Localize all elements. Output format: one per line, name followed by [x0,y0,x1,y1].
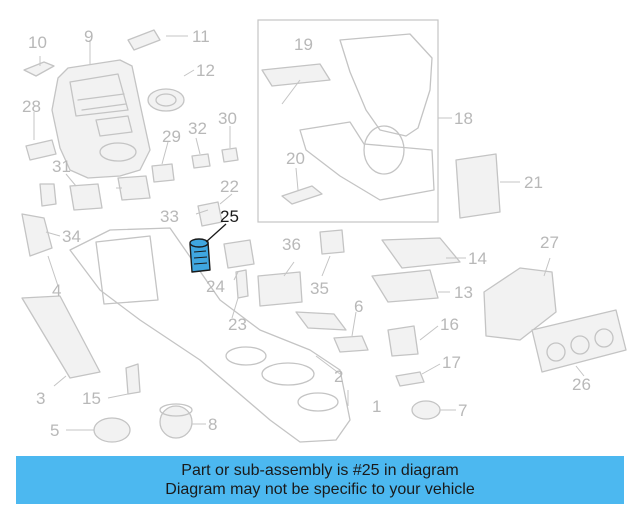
part-2-shape [295,311,347,331]
part-25-highlighted[interactable] [189,238,211,273]
callout-9[interactable]: 9 [84,27,93,46]
part-21-shape [455,153,501,219]
part-24-shape [223,239,255,269]
banner-line-2: Diagram may not be specific to your vehi… [165,481,475,498]
part-27-shape [483,267,557,341]
callout-29[interactable]: 29 [162,127,181,146]
part-18-armrest [299,33,435,201]
info-banner: Part or sub-assembly is #25 in diagram D… [16,456,624,504]
part-1-center-console [69,227,351,443]
callout-18[interactable]: 18 [454,109,473,128]
leader-lines [33,35,585,431]
part-29-shape [151,163,175,183]
callout-24[interactable]: 24 [206,277,225,296]
callout-28[interactable]: 28 [22,97,41,116]
part-34-bracket [21,213,53,257]
part-14-shape [381,237,461,269]
part-31-shape [69,183,103,211]
callout-20[interactable]: 20 [286,149,305,168]
callout-16[interactable]: 16 [440,315,459,334]
part-32-shape [191,153,211,169]
callout-19[interactable]: 19 [294,35,313,54]
callout-8[interactable]: 8 [208,415,217,434]
callout-30[interactable]: 30 [218,109,237,128]
part-26-shape [531,309,627,373]
part-34-knob [39,183,57,207]
callout-11[interactable]: 11 [192,27,210,46]
part-22-shape [197,201,223,227]
callout-31[interactable]: 31 [52,157,71,176]
callout-3[interactable]: 3 [36,389,45,408]
callout-4[interactable]: 4 [52,281,61,300]
part-10-shape [23,61,55,77]
part-12-shape [147,88,185,112]
callout-33[interactable]: 33 [160,207,179,226]
callout-12[interactable]: 12 [196,61,215,80]
part-30-shape [221,147,239,163]
callout-6[interactable]: 6 [354,297,363,316]
callout-17[interactable]: 17 [442,353,461,372]
part-6-shape [333,335,369,353]
part-36-shape [257,271,303,307]
part-7-shape [411,400,441,420]
callout-35[interactable]: 35 [310,279,329,298]
part-8-shape [159,403,193,439]
part-28-shape [25,139,57,161]
part-17-shape [395,371,425,387]
part-20-shape [281,185,323,205]
part-16-shape [387,325,419,357]
callout-23[interactable]: 23 [228,315,247,334]
armrest-assembly-box [257,19,439,223]
part-13-shape [371,269,439,303]
callout-32[interactable]: 32 [188,119,207,138]
callout-25[interactable]: 25 [220,207,239,226]
callout-13[interactable]: 13 [454,283,473,302]
callout-labels: 10 9 11 12 28 29 32 30 31 22 33 34 25 24… [22,27,591,440]
callout-26[interactable]: 26 [572,375,591,394]
callout-21[interactable]: 21 [524,173,543,192]
part-3-side-panel [21,295,101,379]
part-11-shape [127,29,161,51]
callout-14[interactable]: 14 [468,249,487,268]
callout-34[interactable]: 34 [62,227,81,246]
callout-36[interactable]: 36 [282,235,301,254]
part-19-shape [261,63,331,87]
part-5-shape [93,417,131,443]
part-35-shape [319,229,345,255]
part-9-console-bezel [51,59,151,179]
callout-2[interactable]: 2 [334,367,343,386]
part-15-shape [125,363,141,395]
part-33-shape [117,175,151,201]
callout-10[interactable]: 10 [28,33,47,52]
callout-7[interactable]: 7 [458,401,467,420]
part-23-shape [235,269,249,299]
callout-27[interactable]: 27 [540,233,559,252]
callout-5[interactable]: 5 [50,421,59,440]
callout-1[interactable]: 1 [372,397,381,416]
callout-15[interactable]: 15 [82,389,101,408]
banner-line-1: Part or sub-assembly is #25 in diagram [181,462,459,479]
callout-22[interactable]: 22 [220,177,239,196]
